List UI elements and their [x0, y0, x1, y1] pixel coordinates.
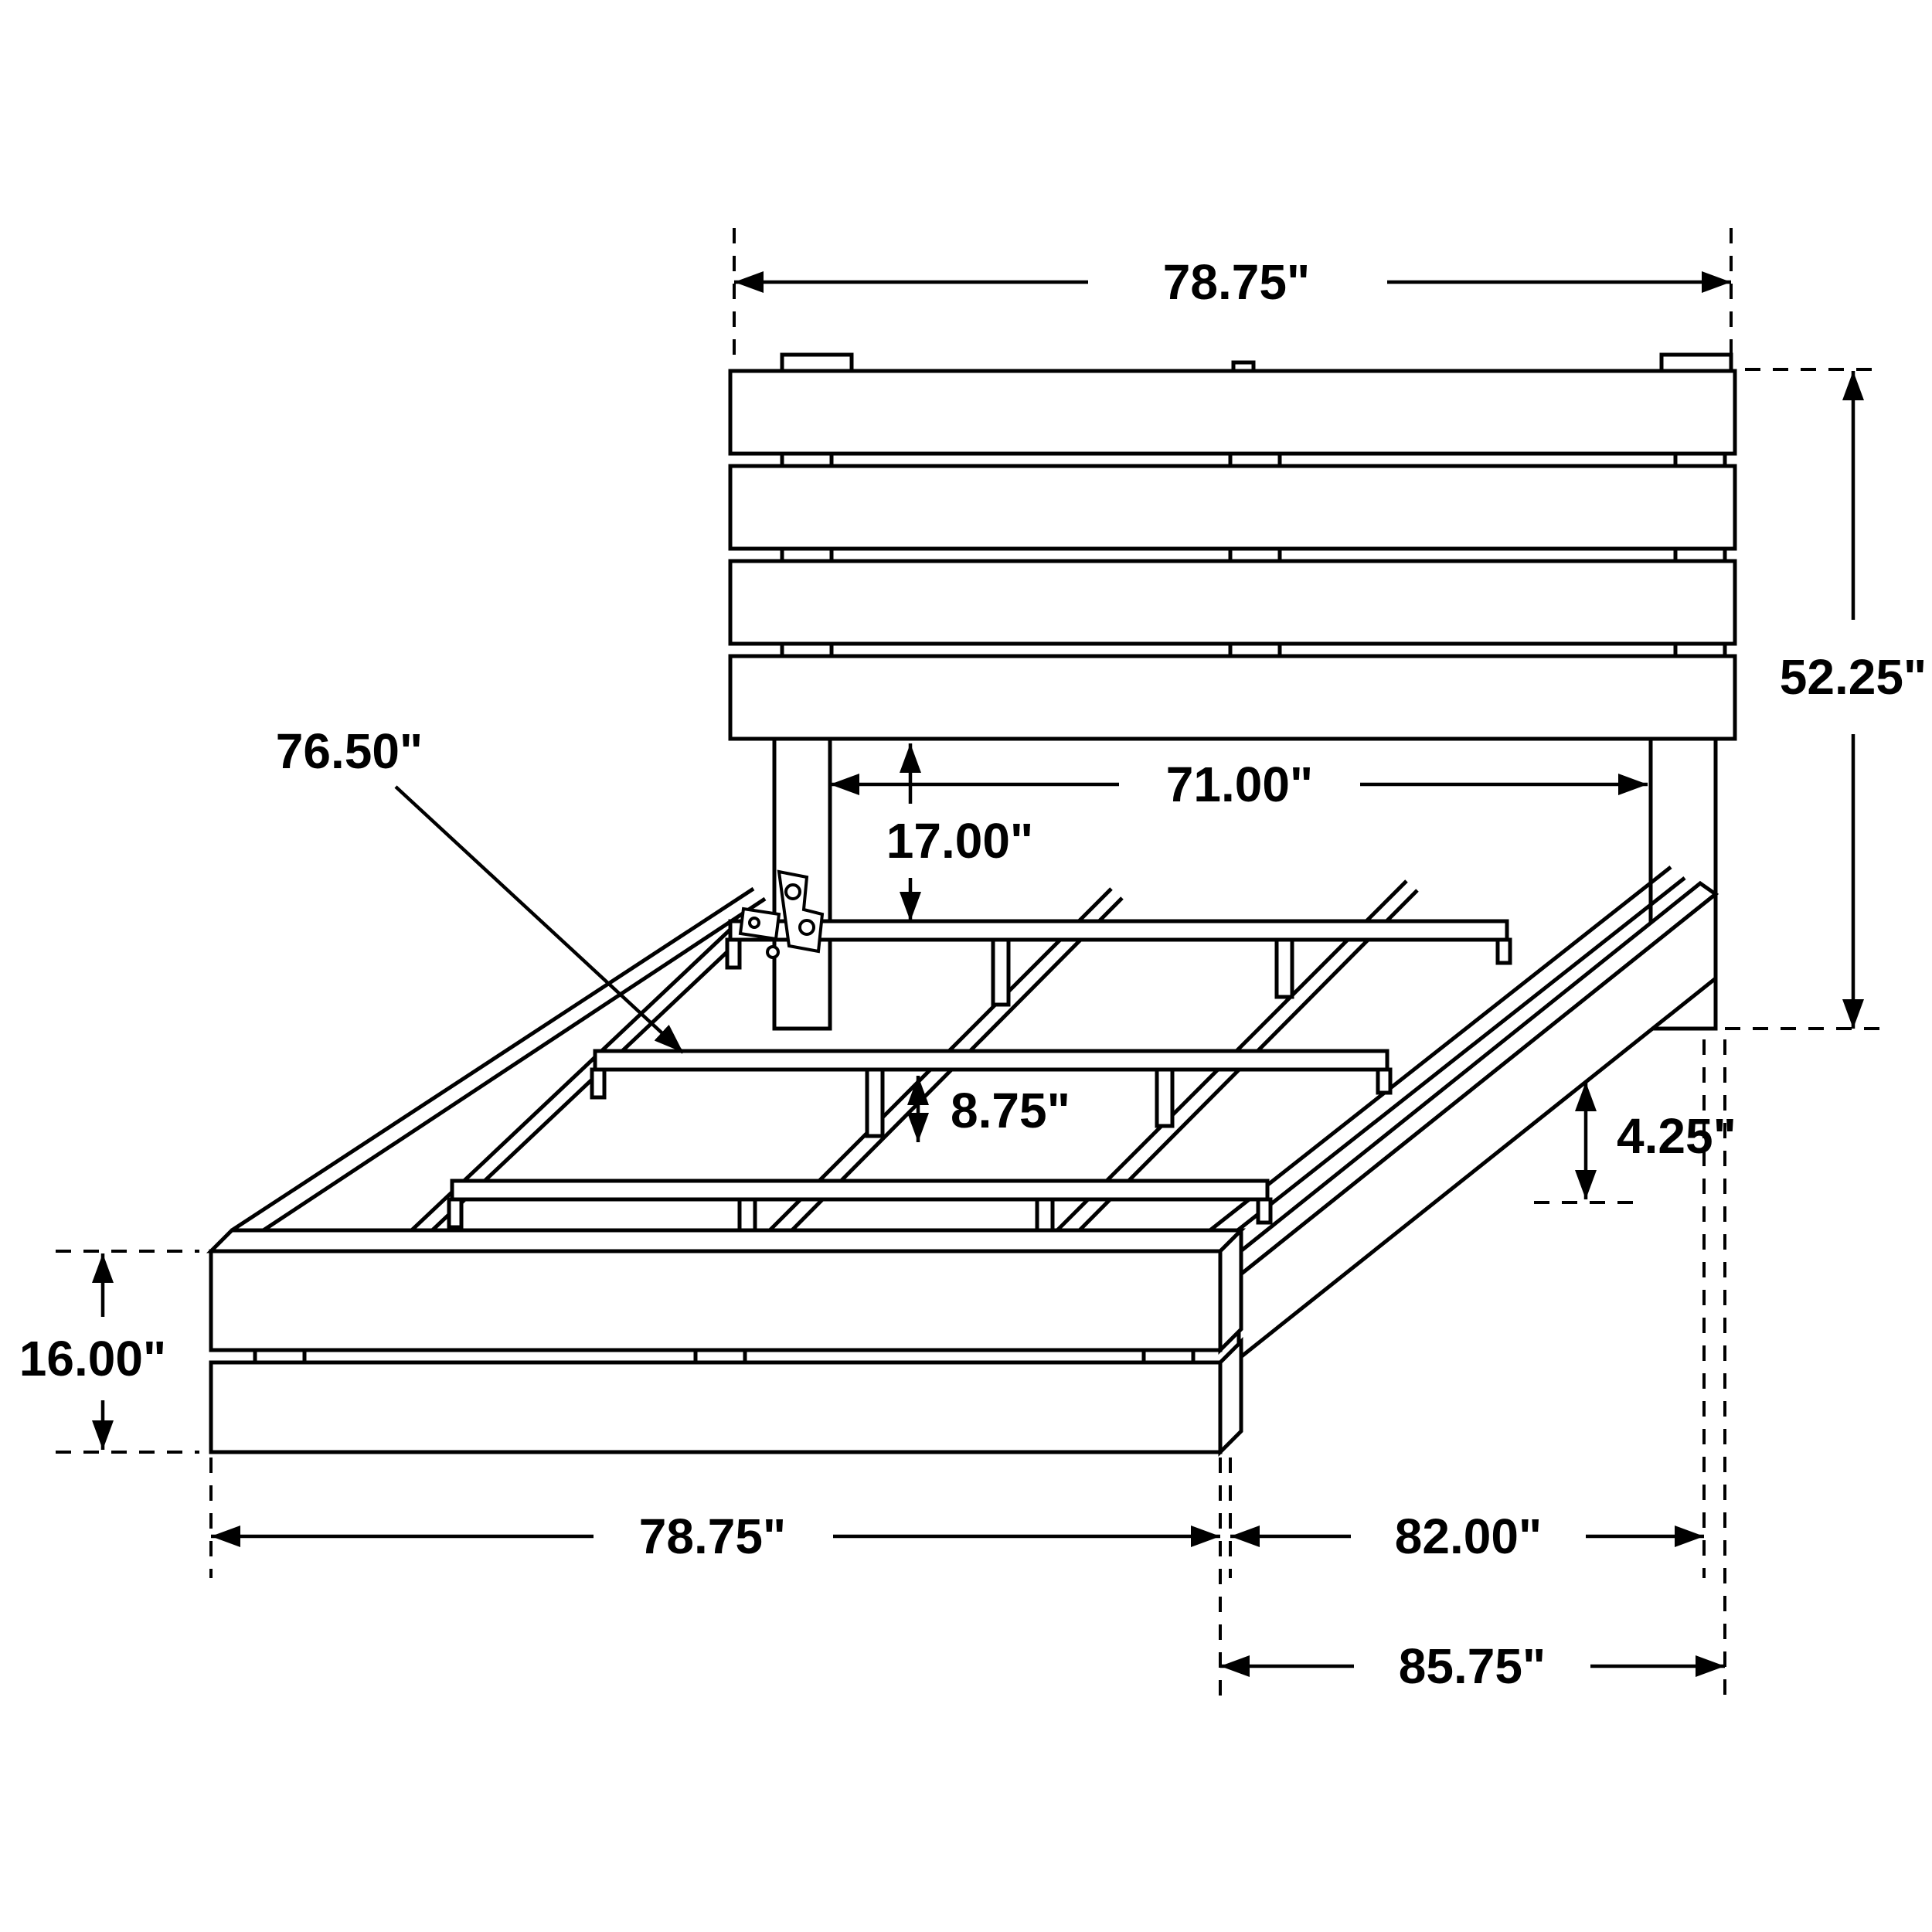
slat-bracket-hardware — [738, 869, 825, 959]
headboard-slat-4 — [728, 654, 1737, 741]
dim-label-footboard-height: 16.00" — [19, 1331, 167, 1386]
dim-footboard-width: 78.75" — [211, 1509, 1220, 1564]
extension-lines — [56, 228, 1879, 1699]
footboard-slab-top — [209, 1249, 1223, 1352]
dim-side-rail-height: 4.25" — [1575, 1082, 1736, 1199]
footboard-slab-bottom — [209, 1360, 1223, 1454]
dim-headboard-width: 78.75" — [734, 254, 1731, 310]
dim-overall-depth: 85.75" — [1220, 1638, 1725, 1694]
dim-headboard-height: 52.25" — [1780, 371, 1927, 1029]
dim-label-headboard-width: 78.75" — [1163, 254, 1311, 310]
headboard-slat-3 — [728, 559, 1737, 646]
headboard-slat-2 — [728, 464, 1737, 551]
dim-headboard-to-slat: 17.00" — [886, 743, 1034, 921]
dim-label-overall-depth: 85.75" — [1399, 1638, 1546, 1694]
dimension-annotations: 78.75" 52.25" 71.00" 17.00" 76.50" — [19, 254, 1927, 1694]
headboard-slat-1 — [728, 369, 1737, 456]
dim-label-slat-support-height: 8.75" — [951, 1083, 1070, 1138]
dim-label-inner-width: 71.00" — [1166, 757, 1314, 812]
footboard — [206, 1225, 1247, 1458]
dim-label-side-rail-height: 4.25" — [1617, 1108, 1736, 1164]
dim-label-headboard-height: 52.25" — [1780, 649, 1927, 705]
mattress-slats — [447, 919, 1512, 1268]
slat-near — [450, 1179, 1270, 1202]
dim-slat-rail-length: 76.50" — [276, 723, 685, 1054]
slat-middle — [593, 1049, 1389, 1072]
dim-frame-depth: 82.00" — [1230, 1509, 1704, 1564]
dim-label-footboard-width: 78.75" — [639, 1509, 787, 1564]
dim-label-headboard-to-slat: 17.00" — [886, 813, 1034, 869]
slat-far — [728, 919, 1509, 942]
dim-slat-support-height: 8.75" — [907, 1076, 1070, 1142]
dim-inner-width: 71.00" — [830, 757, 1648, 812]
dim-label-frame-depth: 82.00" — [1395, 1509, 1543, 1564]
dim-footboard-height: 16.00" — [19, 1253, 167, 1450]
dim-label-slat-rail-length: 76.50" — [276, 723, 423, 779]
